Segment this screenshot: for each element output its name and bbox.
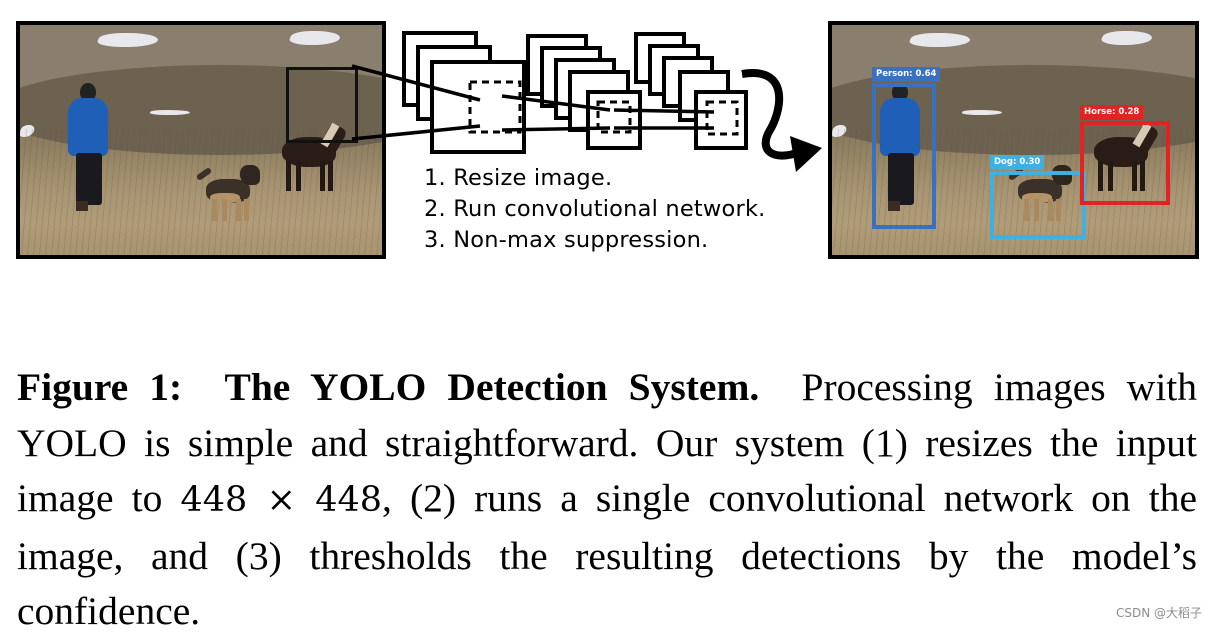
crop-region-box	[286, 67, 358, 143]
person-figure	[66, 83, 112, 213]
dog-figure	[195, 163, 266, 223]
caption-math: 448 × 448	[180, 480, 383, 520]
step-2: 2. Run convolutional network.	[424, 196, 766, 222]
pipeline-steps: 1. Resize image. 2. Run convolutional ne…	[424, 163, 766, 256]
caption-text-2: , (2) runs a single convolutional networ…	[17, 476, 1198, 633]
caption-text-1: Processing images with YOLO is simple an…	[17, 365, 1198, 520]
dog-detection-box	[990, 171, 1086, 239]
figure-1: 1. Resize image. 2. Run convolutional ne…	[0, 0, 1217, 270]
dog-detection-label: Dog: 0.30	[990, 155, 1045, 170]
input-photo	[16, 21, 386, 259]
watermark: CSDN @大稻子	[1115, 606, 1202, 620]
dog-figure	[1007, 163, 1078, 223]
caption-title: The YOLO Detection System.	[224, 365, 760, 409]
horse-detection-label: Horse: 0.28	[1080, 105, 1144, 120]
network-diagram	[351, 31, 822, 172]
horse-figure	[1086, 122, 1166, 193]
step-1: 1. Resize image.	[424, 165, 613, 191]
caption-label: Figure 1:	[17, 365, 183, 409]
output-scene: Person: 0.64 Dog: 0.30 Horse: 0.28	[832, 25, 1195, 255]
person-figure	[878, 83, 924, 213]
person-detection-label: Person: 0.64	[872, 67, 941, 82]
step-3: 3. Non-max suppression.	[424, 227, 709, 253]
output-photo: Person: 0.64 Dog: 0.30 Horse: 0.28	[828, 21, 1199, 259]
person-detection-box	[872, 83, 936, 229]
input-scene	[20, 25, 382, 255]
horse-detection-box	[1080, 121, 1170, 205]
figure-caption: Figure 1: The YOLO Detection System. Pro…	[17, 360, 1197, 640]
